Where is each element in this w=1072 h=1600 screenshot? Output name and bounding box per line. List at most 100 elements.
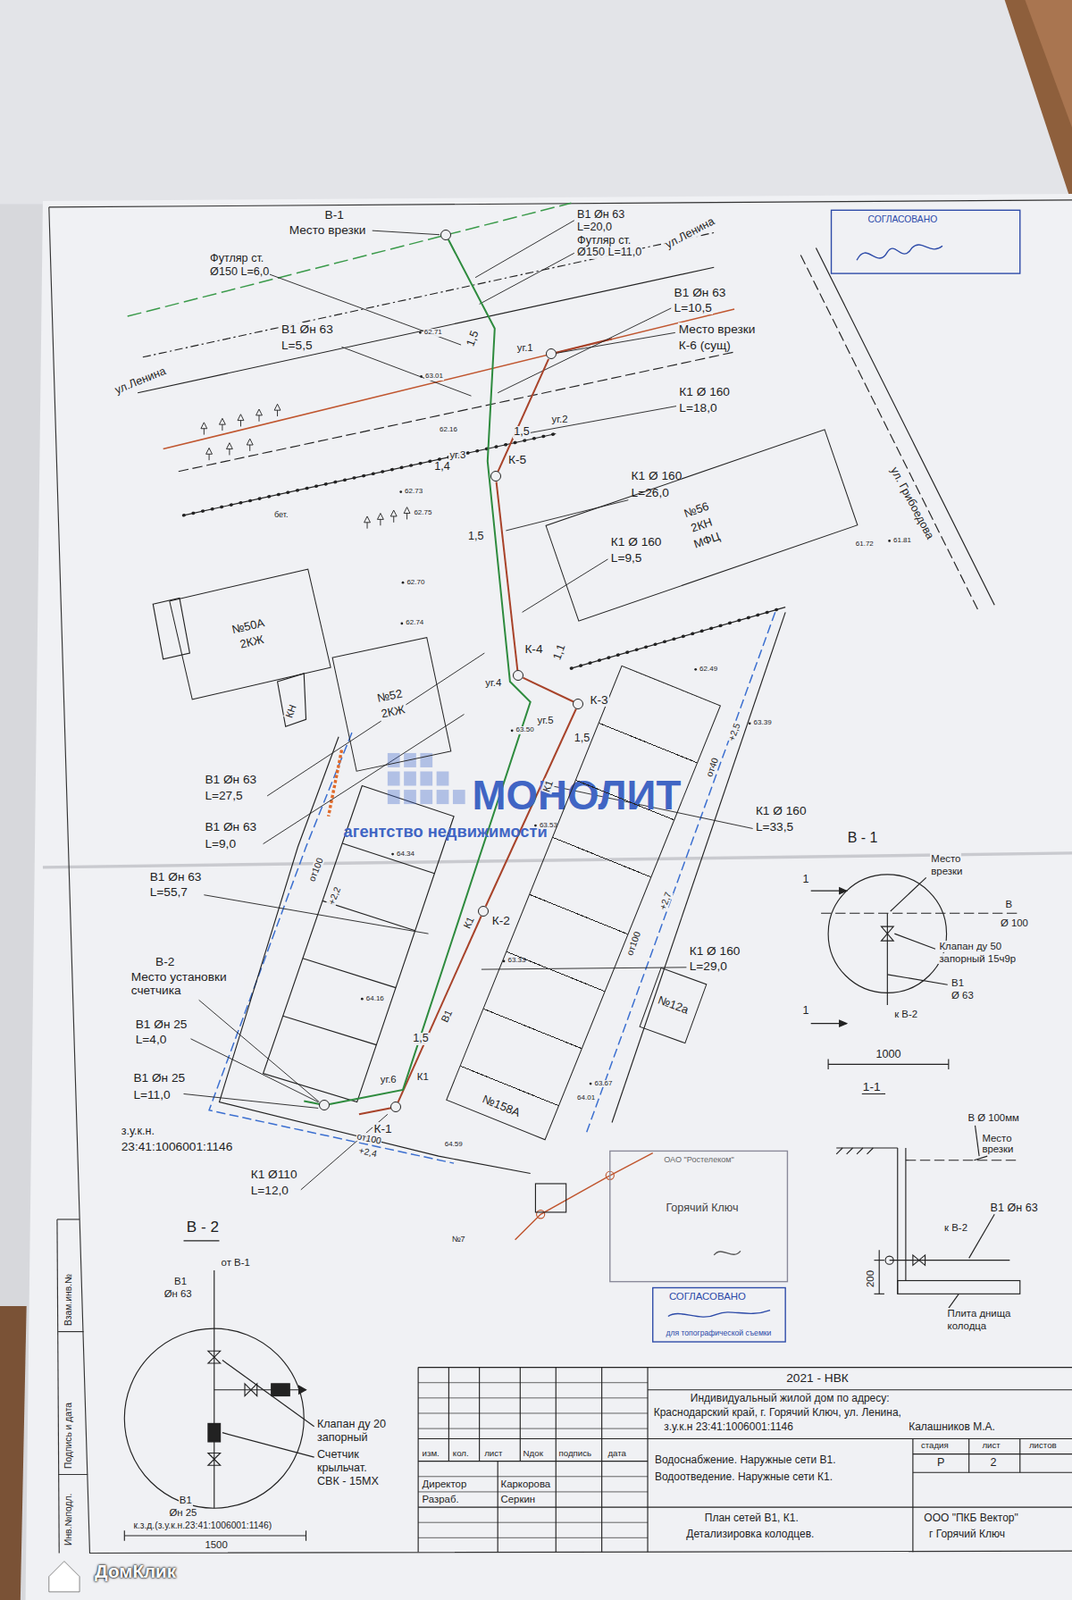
plan-mark: +2,2	[326, 884, 344, 907]
meter-detail-note: Счетчик	[316, 1448, 361, 1462]
pipe-callout: L=4,0	[134, 1032, 168, 1047]
plan-mark: 1,4	[433, 460, 452, 474]
title-block-cell: ООО "ПКБ Вектор"	[922, 1512, 1019, 1525]
well-circle: Место врезкиК-6 (сущ)	[545, 348, 557, 360]
title-block-cell: Nдок	[522, 1448, 545, 1459]
pipe-callout: В1 Øн 63	[673, 285, 728, 300]
building-outline	[152, 597, 190, 660]
leader-line	[522, 559, 609, 612]
margin-note: Взам.инв.№	[63, 1273, 74, 1327]
title-block-cell: лист	[483, 1448, 503, 1459]
meter-well-detail	[222, 1432, 315, 1458]
well-cut-detail	[836, 1147, 898, 1148]
leader-line	[184, 220, 754, 1190]
well-cut-detail	[896, 1147, 898, 1294]
watermark-logo	[49, 1561, 80, 1592]
meter-detail-note: крыльчат.	[316, 1462, 369, 1475]
tree-symbol	[256, 409, 263, 422]
title-block-grid	[418, 1381, 648, 1383]
elevation-mark: 62.73	[403, 487, 424, 496]
meter-detail-note: Клапан ду 20	[316, 1418, 387, 1432]
meter-well-detail	[184, 1239, 220, 1241]
well-label: Место врезки	[288, 223, 368, 237]
meter-well-detail	[305, 1530, 307, 1541]
building-outline: №50А2КЖ	[168, 569, 331, 701]
watermark-icon	[403, 771, 417, 787]
well-cut-detail	[889, 1259, 1011, 1261]
tree-symbol	[206, 447, 213, 461]
stamp-text: для топографической съемки	[664, 1329, 772, 1338]
street-lines	[515, 1153, 654, 1240]
watermark-icon	[403, 789, 417, 804]
meter-well-detail	[244, 1383, 258, 1397]
sheet-frame	[49, 207, 1072, 1554]
elevation-point	[400, 622, 403, 626]
elevation-point	[399, 490, 402, 494]
leader-line	[525, 406, 677, 435]
meter-well-detail	[124, 1534, 306, 1536]
well-section-detail	[811, 874, 1021, 1095]
street-lines	[178, 351, 735, 472]
pipe-callout: L=9,5	[610, 551, 644, 565]
section-note: Плита днища	[946, 1307, 1013, 1320]
elevation-mark: №7	[451, 1234, 467, 1244]
title-block-grid	[418, 1412, 648, 1414]
pipe-callout: уг.4	[484, 677, 503, 689]
building-outline: №12а	[639, 966, 708, 1043]
well-label: В-2	[154, 954, 176, 969]
sheet-frame	[58, 1331, 84, 1332]
well-cut-detail	[867, 1147, 874, 1155]
elevation-mark: 62.16	[438, 426, 459, 435]
well-label: Место врезки	[678, 322, 757, 336]
tree-symbol	[364, 516, 371, 529]
title-block-grid	[418, 1367, 1072, 1553]
plan-mark: 1,5	[411, 1032, 430, 1046]
tree-symbol	[403, 507, 411, 520]
well-label: В-1	[324, 208, 345, 222]
elevation-point	[589, 1082, 593, 1086]
leader-line	[341, 346, 471, 396]
meter-well-detail	[299, 1385, 307, 1394]
title-block-cell: Разраб.	[421, 1493, 461, 1506]
title-block-cell: Водоотведение. Наружные сети К1.	[653, 1471, 834, 1483]
title-block-cell: 2	[989, 1457, 998, 1470]
elevation-mark: 62.70	[405, 578, 426, 587]
street-lines	[142, 232, 714, 357]
street-lines	[184, 433, 557, 515]
elevation-mark: 64.34	[395, 850, 416, 859]
street-lines	[536, 1210, 545, 1219]
plan-mark: 1,1	[551, 641, 570, 662]
title-block-grid	[647, 1389, 1072, 1391]
pipe-callout: L=10,5	[673, 301, 713, 315]
pipe-callout: Футляр ст.	[576, 234, 632, 248]
title-block-grid	[912, 1439, 913, 1553]
well-label: К-6 (сущ)	[678, 338, 732, 352]
pipe-callout: Ø150 L=11,0	[576, 246, 643, 260]
title-block-grid	[418, 1397, 648, 1399]
well-cut-detail	[948, 1293, 959, 1308]
building-outline	[302, 958, 396, 989]
pipe-callout: L=20,0	[576, 221, 613, 235]
well-cut-detail	[905, 1159, 1021, 1161]
tree-symbol	[201, 403, 411, 528]
elevation-mark: 62.74	[404, 619, 425, 628]
building-outline	[342, 843, 435, 874]
plan-mark: от40	[703, 755, 721, 779]
well-cut-detail	[836, 1147, 843, 1155]
section-note: 1-1	[862, 1080, 882, 1094]
pipe-callout: В1 Øн 63	[576, 209, 626, 222]
tree-symbol	[274, 403, 281, 417]
well-section-detail	[890, 877, 927, 912]
well-circle: В-2Место установки счетчика	[318, 1099, 330, 1111]
title-block-grid	[418, 1460, 648, 1462]
sewer-pipe	[497, 359, 549, 472]
approval-stamp	[668, 1310, 771, 1318]
tree-symbol	[201, 422, 208, 436]
pipe-callout: Футляр ст.	[209, 252, 265, 266]
elevation-mark: Горячий Ключ	[664, 1202, 739, 1215]
margin-note: Подпись и дата	[63, 1401, 74, 1470]
pipe-callout: уг.6	[379, 1073, 398, 1086]
pipe-callout: К1 Ø 160	[630, 469, 684, 483]
section-note: запорный 15ч9р	[938, 953, 1017, 965]
street-lines	[127, 202, 996, 1240]
